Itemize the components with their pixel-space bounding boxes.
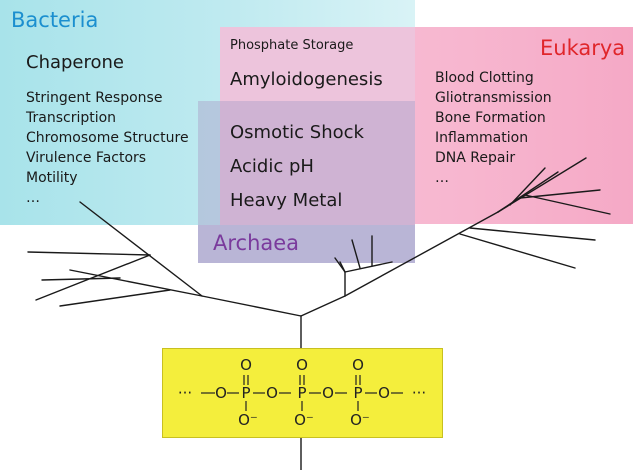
list-item: DNA Repair: [435, 150, 516, 166]
phosphorus-atom: P: [241, 384, 250, 402]
oxygen-atom: O: [240, 356, 252, 374]
eukarya-branch: [344, 211, 499, 297]
eukarya-branch: [469, 227, 596, 241]
archaea-branch: [344, 261, 393, 273]
archaea-function-list: Osmotic Shock Acidic pH Heavy Metal: [230, 116, 364, 218]
oxygen-atom: O: [322, 384, 334, 402]
archaea-title: Archaea: [213, 231, 300, 255]
list-item: Bone Formation: [435, 110, 546, 126]
bacteria-branch: [27, 251, 151, 256]
list-item: Virulence Factors: [26, 150, 147, 166]
oxygen-atom: O: [215, 384, 227, 402]
bacteria-title: Bacteria: [11, 8, 99, 32]
bacteria-branch: [35, 254, 151, 301]
list-item: Blood Clotting: [435, 70, 534, 86]
list-item: …: [26, 190, 40, 206]
bacteria-branch: [41, 277, 121, 281]
list-item: Inflammation: [435, 130, 529, 146]
oxygen-atom: O: [378, 384, 390, 402]
bacteria-main-branch: [201, 295, 302, 317]
bacteria-branch: [79, 201, 203, 297]
list-item: Acidic pH: [230, 156, 314, 177]
oxygen-anion: O⁻: [238, 411, 258, 429]
archaea-label-band: [198, 225, 415, 263]
list-item: Stringent Response: [26, 90, 163, 106]
eukarya-branch: [509, 167, 546, 206]
bacteria-function-list: Stringent Response Transcription Chromos…: [26, 88, 189, 208]
bacteria-eukarya-overlap: [220, 27, 415, 225]
eukarya-branch: [497, 171, 559, 213]
oxygen-anion: O⁻: [294, 411, 314, 429]
eukarya-main-branch: [300, 295, 346, 317]
eukarya-branch: [524, 194, 611, 215]
list-item: Chromosome Structure: [26, 130, 189, 146]
eukarya-function-list: Blood Clotting Gliotransmission Bone For…: [435, 68, 552, 188]
list-item: Osmotic Shock: [230, 122, 364, 143]
oxygen-atom: O: [266, 384, 278, 402]
list-item: Gliotransmission: [435, 90, 552, 106]
phosphate-storage-label: Phosphate Storage: [230, 38, 354, 53]
archaea-branch: [339, 261, 346, 273]
oxygen-anion: O⁻: [350, 411, 370, 429]
chain-left-ellipsis: ···: [178, 384, 192, 402]
archaea-branch: [351, 239, 361, 269]
chaperone-label: Chaperone: [26, 52, 125, 73]
polyphosphate-structure: ··· O P O O⁻ O P O O⁻ O P O O⁻ O ···: [162, 348, 443, 438]
list-item: …: [435, 170, 449, 186]
oxygen-atom: O: [296, 356, 308, 374]
phosphorus-atom: P: [297, 384, 306, 402]
phosphorus-atom: P: [353, 384, 362, 402]
list-item: Heavy Metal: [230, 190, 343, 211]
bacteria-branch: [69, 269, 203, 297]
amyloidogenesis-label: Amyloidogenesis: [230, 69, 383, 90]
eukarya-branch: [459, 233, 576, 269]
list-item: Transcription: [26, 110, 117, 126]
eukarya-title: Eukarya: [540, 36, 626, 60]
list-item: Motility: [26, 170, 78, 186]
oxygen-atom: O: [352, 356, 364, 374]
bacteria-branch: [59, 289, 171, 307]
polyphosphate-chain: ··· O P O O⁻ O P O O⁻ O P O O⁻ O ···: [178, 356, 426, 429]
chain-right-ellipsis: ···: [412, 384, 426, 402]
